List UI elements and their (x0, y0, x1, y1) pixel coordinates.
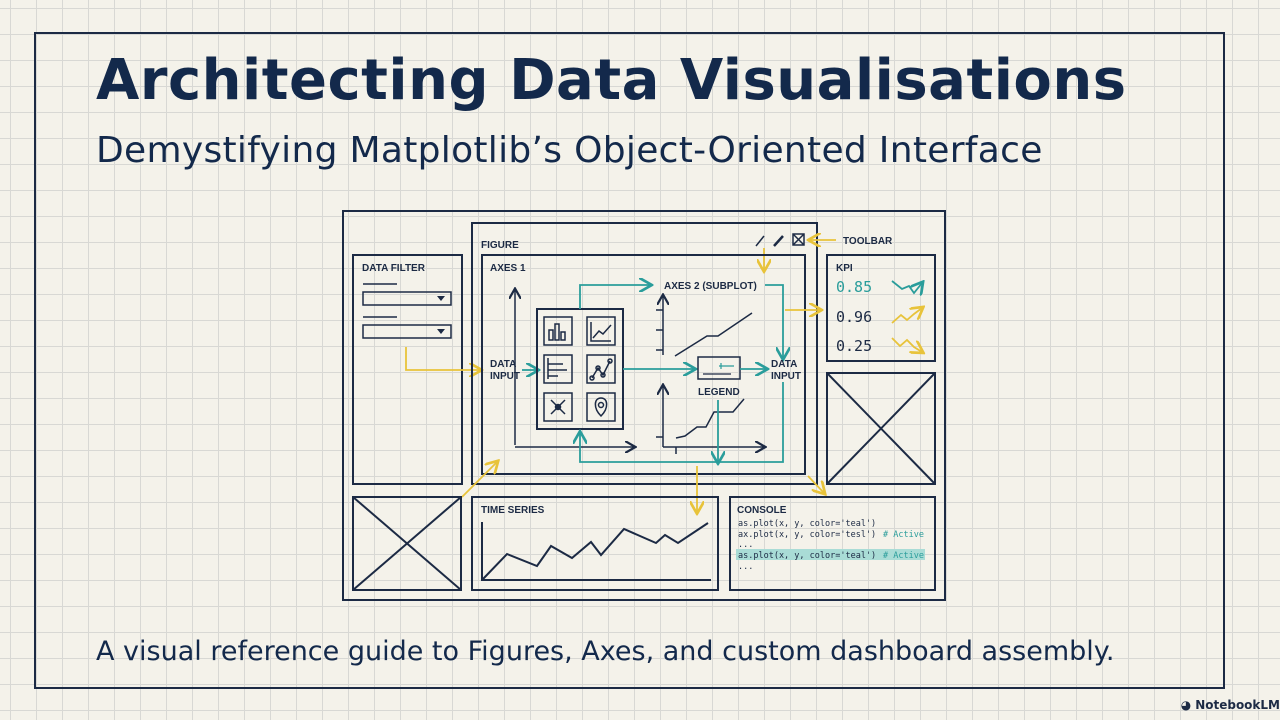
svg-text:DATA: DATA (490, 359, 516, 370)
svg-text:...: ... (738, 540, 753, 550)
svg-text:# Active: # Active (883, 551, 924, 561)
scatter-line-icon[interactable] (586, 354, 616, 384)
svg-text:FIGURE: FIGURE (481, 240, 519, 251)
brand-label: NotebookLM (1195, 698, 1280, 712)
map-pin-icon[interactable] (586, 392, 616, 422)
filter-dropdown-2[interactable] (362, 324, 452, 339)
figure-panel (471, 222, 818, 485)
svg-text:0.25: 0.25 (836, 337, 872, 355)
page-subtitle: Demystifying Matplotlib’s Object-Oriente… (96, 130, 1043, 171)
notebooklm-watermark: ◕ NotebookLM (1181, 698, 1280, 712)
page-caption: A visual reference guide to Figures, Axe… (96, 636, 1115, 667)
bar-chart-icon[interactable] (543, 316, 573, 346)
legend-box (697, 356, 741, 380)
chevron-down-icon (437, 296, 445, 301)
svg-text:as.plot(x, y, color='teal'): as.plot(x, y, color='teal') (738, 551, 876, 561)
slide-frame (34, 32, 1225, 689)
page-title: Architecting Data Visualisations (96, 48, 1127, 113)
chevron-down-icon (437, 329, 445, 334)
svg-text:AXES 1: AXES 1 (490, 263, 526, 274)
svg-text:AXES 2 (SUBPLOT): AXES 2 (SUBPLOT) (664, 281, 757, 292)
toolbar-icons[interactable] (755, 233, 805, 247)
svg-text:LEGEND: LEGEND (698, 387, 740, 398)
svg-text:ax.plot(x, y, color='tesl'): ax.plot(x, y, color='tesl') (738, 530, 876, 540)
svg-text:DATA FILTER: DATA FILTER (362, 263, 426, 274)
notebooklm-logo-icon: ◕ (1180, 698, 1192, 712)
svg-text:0.85: 0.85 (836, 278, 872, 296)
trend-down-icon (891, 337, 922, 352)
svg-text:...: ... (738, 562, 753, 572)
trend-up-icon (891, 308, 922, 324)
svg-text:# Active: # Active (883, 530, 924, 540)
svg-text:INPUT: INPUT (490, 371, 520, 382)
svg-text:DATA: DATA (771, 359, 797, 370)
line-chart-icon[interactable] (586, 316, 616, 346)
svg-text:TIME SERIES: TIME SERIES (481, 505, 545, 516)
filter-dropdown-1[interactable] (362, 291, 452, 306)
svg-text:TOOLBAR: TOOLBAR (843, 236, 893, 247)
svg-text:INPUT: INPUT (771, 371, 801, 382)
svg-text:KPI: KPI (836, 263, 853, 274)
console-panel: CONSOLE as.plot(x, y, color='teal') ax.p… (729, 496, 936, 591)
time-series-panel: TIME SERIES (471, 496, 719, 591)
svg-text:0.96: 0.96 (836, 308, 872, 326)
trend-down-up-icon (891, 281, 922, 293)
svg-text:CONSOLE: CONSOLE (737, 505, 787, 516)
kpi-panel: KPI 0.85 0.96 0.25 (826, 254, 936, 362)
svg-text:as.plot(x, y, color='teal'): as.plot(x, y, color='teal') (738, 519, 876, 529)
axes1-panel (481, 254, 806, 475)
scatter-cluster-icon[interactable] (543, 392, 573, 422)
horizontal-bar-icon[interactable] (543, 354, 573, 384)
placeholder-box-left (352, 496, 462, 591)
placeholder-box-right (826, 372, 936, 485)
dashboard-outline (342, 210, 946, 601)
